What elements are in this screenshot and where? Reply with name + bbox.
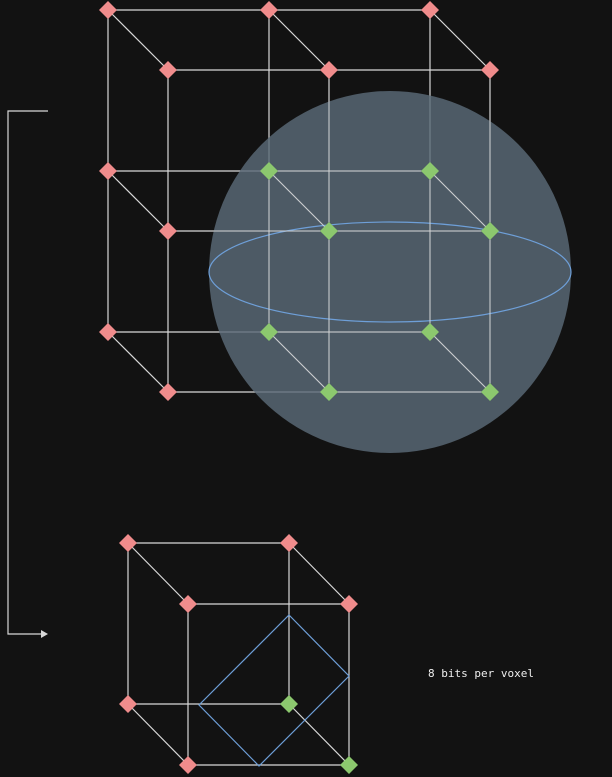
vertex-inside xyxy=(481,383,499,401)
vertex-outside xyxy=(179,595,197,613)
grid-edge xyxy=(268,331,330,393)
grid-edge xyxy=(268,9,330,71)
grid-edge xyxy=(107,9,169,71)
vertex-inside xyxy=(260,162,278,180)
cube-edge xyxy=(127,703,189,766)
vertex-outside xyxy=(320,61,338,79)
grid-edge xyxy=(268,170,330,232)
sphere xyxy=(209,91,571,453)
vertex-inside xyxy=(320,222,338,240)
vertex-outside xyxy=(421,1,439,19)
cube-vertices xyxy=(119,534,358,774)
iso-surface-patch xyxy=(198,614,350,767)
caption: 8 bits per voxel xyxy=(428,667,534,680)
cube-edge xyxy=(288,703,350,766)
grid-vertices xyxy=(99,1,499,401)
vertex-inside xyxy=(421,323,439,341)
grid-edge xyxy=(429,331,491,393)
vertex-outside xyxy=(119,534,137,552)
vertex-inside xyxy=(260,323,278,341)
vertex-inside xyxy=(340,756,358,774)
vertex-outside xyxy=(179,756,197,774)
vertex-outside xyxy=(340,595,358,613)
vertex-inside xyxy=(481,222,499,240)
vertex-outside xyxy=(99,1,117,19)
grid-edges-over-sphere xyxy=(168,70,491,393)
arrow-connector xyxy=(7,110,48,638)
grid-edge xyxy=(107,170,169,232)
vertex-inside xyxy=(280,695,298,713)
vertex-outside xyxy=(159,61,177,79)
cube-edge xyxy=(288,542,350,605)
vertex-outside xyxy=(99,323,117,341)
vertex-outside xyxy=(280,534,298,552)
vertex-inside xyxy=(421,162,439,180)
cube-edges xyxy=(127,542,350,766)
vertex-outside xyxy=(159,222,177,240)
grid-edge xyxy=(107,331,169,393)
grid-edge xyxy=(429,9,491,71)
vertex-inside xyxy=(320,383,338,401)
sphere-equator xyxy=(208,221,572,323)
vertex-outside xyxy=(99,162,117,180)
vertex-outside xyxy=(159,383,177,401)
vertex-outside xyxy=(119,695,137,713)
cube-edge xyxy=(127,542,189,605)
vertex-outside xyxy=(481,61,499,79)
vertex-outside xyxy=(260,1,278,19)
grid-edge xyxy=(429,170,491,232)
